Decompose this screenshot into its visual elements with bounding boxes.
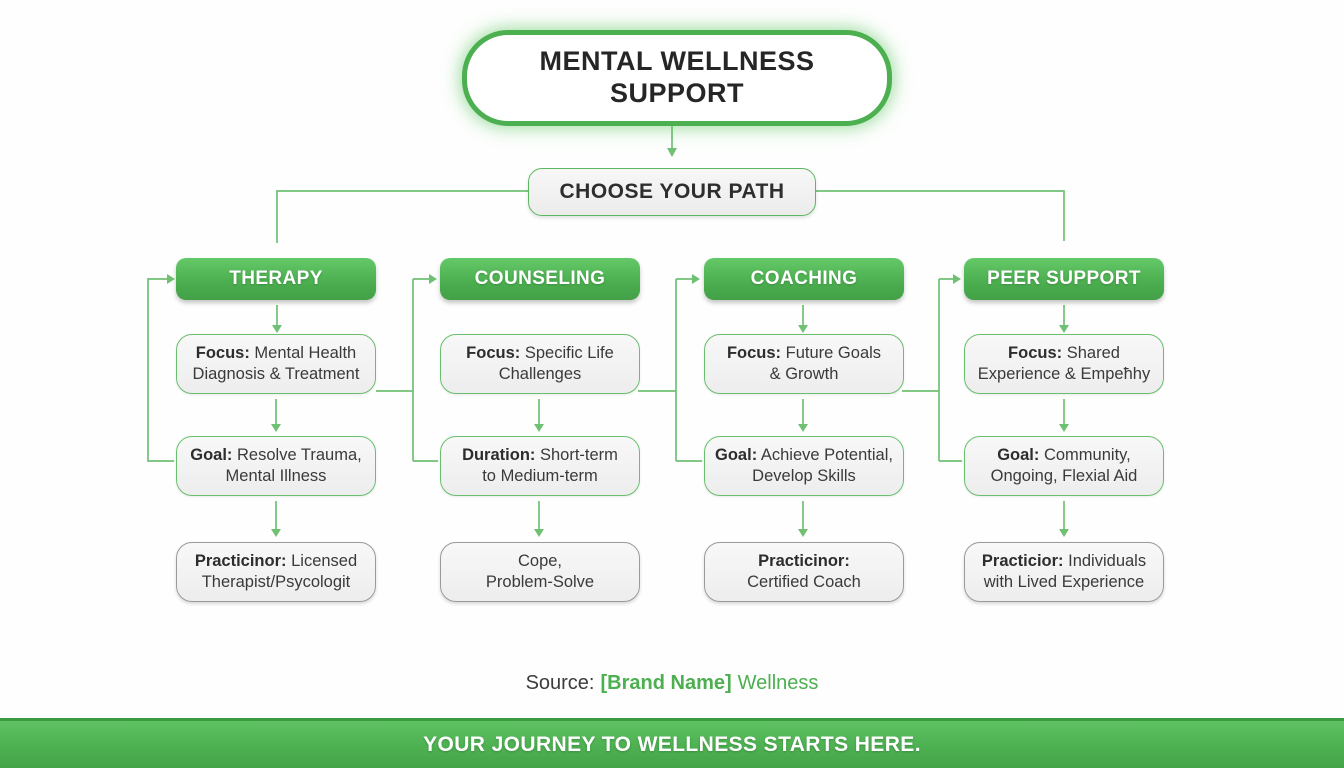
coaching-goal-node: Goal: Achieve Potential,Develop Skills	[704, 436, 904, 496]
connector-choose-left-branch	[276, 190, 528, 243]
connector-choose-right-branch	[814, 190, 1065, 241]
arrowhead-down-icon	[271, 529, 281, 537]
arrowhead-down-icon	[534, 424, 544, 432]
arrowhead-down-icon	[1059, 424, 1069, 432]
counseling-outcome-node: Cope,Problem-Solve	[440, 542, 640, 602]
arrowhead-down-icon	[798, 424, 808, 432]
arrowhead-down-icon	[667, 148, 677, 157]
arrowhead-down-icon	[798, 529, 808, 537]
source-label: Source:	[525, 671, 595, 694]
column-header-coaching: COACHING	[704, 258, 904, 300]
source-brand: [Brand Name]	[600, 671, 732, 694]
arrowhead-right-icon	[692, 274, 700, 284]
column-header-peer-support: PEER SUPPORT	[964, 258, 1164, 300]
column-header-therapy: THERAPY	[176, 258, 376, 300]
coaching-practitioner-node: Practicinor:Certified Coach	[704, 542, 904, 602]
arrowhead-down-icon	[534, 529, 544, 537]
arrowhead-down-icon	[1059, 529, 1069, 537]
arrowhead-down-icon	[1059, 325, 1069, 333]
source-attribution: Source: [Brand Name] Wellness	[0, 668, 1344, 698]
peer-goal-node: Goal: Community,Ongoing, Flexial Aid	[964, 436, 1164, 496]
arrowhead-down-icon	[798, 325, 808, 333]
bracket-col3-col4	[902, 278, 962, 462]
bracket-left-therapy	[147, 278, 174, 462]
bracket-col2-col3	[638, 278, 702, 462]
footer-banner: YOUR JOURNEY TO WELLNESS STARTS HERE.	[0, 718, 1344, 768]
arrowhead-right-icon	[167, 274, 175, 284]
choose-your-path-node: CHOOSE YOUR PATH	[528, 168, 816, 216]
arrowhead-right-icon	[429, 274, 437, 284]
arrowhead-right-icon	[953, 274, 961, 284]
arrowhead-down-icon	[272, 325, 282, 333]
bracket-col1-col2	[376, 278, 438, 462]
source-suffix: Wellness	[737, 671, 819, 694]
coaching-focus-node: Focus: Future Goals& Growth	[704, 334, 904, 394]
column-header-counseling: COUNSELING	[440, 258, 640, 300]
therapy-goal-node: Goal: Resolve Trauma,Mental Illness	[176, 436, 376, 496]
arrowhead-down-icon	[271, 424, 281, 432]
